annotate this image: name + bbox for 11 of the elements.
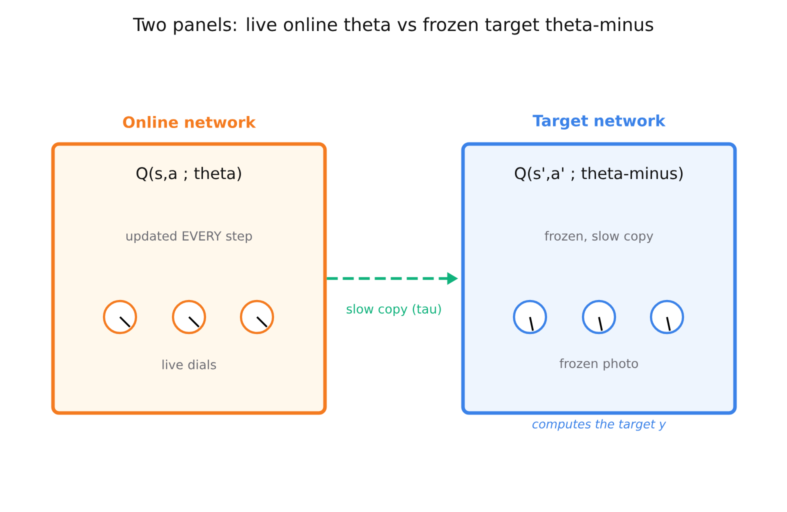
title: Two panels: live online theta vs frozen target theta-minus — [132, 17, 654, 35]
dials-caption: live dials — [162, 360, 216, 370]
panel-subtitle: frozen, slow copy — [544, 230, 654, 244]
panel-heading: Online network — [123, 116, 256, 128]
edge-label: slow copy (tau) — [345, 302, 443, 318]
dials-caption: frozen photo — [560, 358, 638, 371]
panel-subtitle: updated EVERY step — [126, 230, 252, 244]
panel-heading: Target network — [532, 114, 666, 130]
node-caption: computes the target y — [532, 419, 666, 431]
formula-label: Q(s',a' ; theta-minus) — [514, 166, 683, 182]
formula-label: Q(s,a ; theta) — [136, 166, 241, 182]
